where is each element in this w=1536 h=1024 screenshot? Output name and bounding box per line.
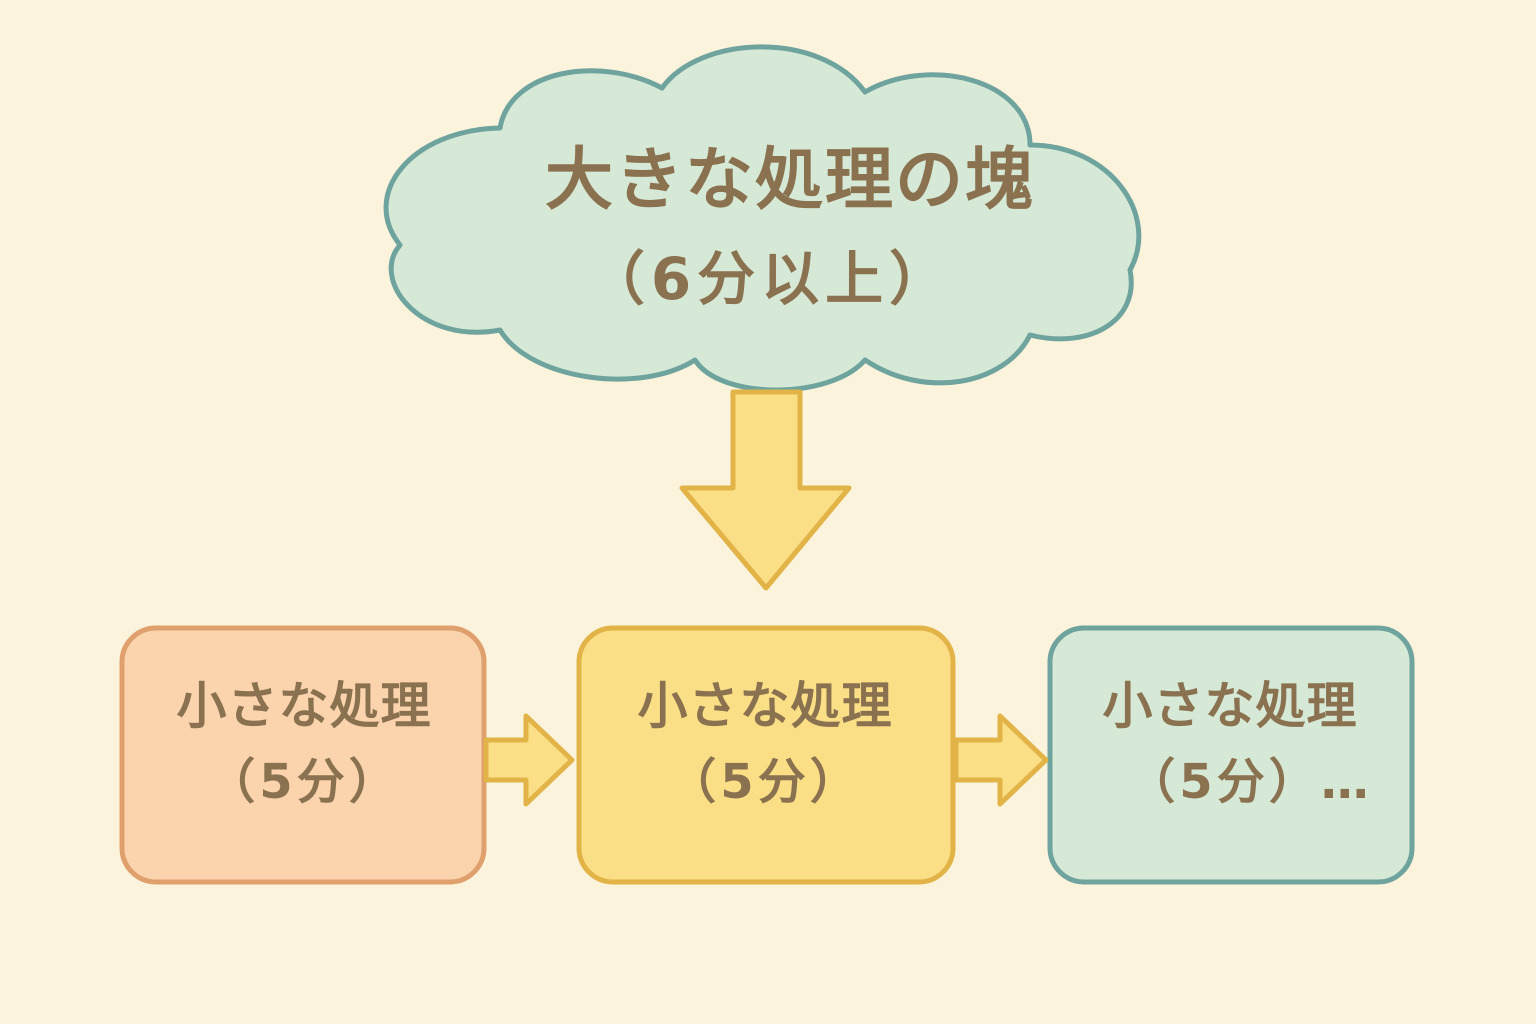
box3-duration: （5分）…: [1127, 754, 1373, 810]
box1-duration: （5分）: [207, 754, 401, 810]
box2-label: 小さな処理: [637, 677, 893, 735]
down-arrow: [679, 389, 852, 591]
box2-duration: （5分）: [668, 754, 862, 810]
box3-shape: [1047, 625, 1415, 885]
right-arrow-1: [483, 713, 575, 807]
right-arrow-2: [953, 713, 1049, 807]
box2-shape: [576, 625, 956, 885]
cloud-subtitle: （6分以上）: [586, 245, 954, 313]
box3-label: 小さな処理: [1102, 677, 1358, 735]
box1-label: 小さな処理: [176, 677, 432, 735]
cloud-title: 大きな処理の塊: [544, 141, 1035, 220]
cloud-shape: [383, 44, 1142, 393]
